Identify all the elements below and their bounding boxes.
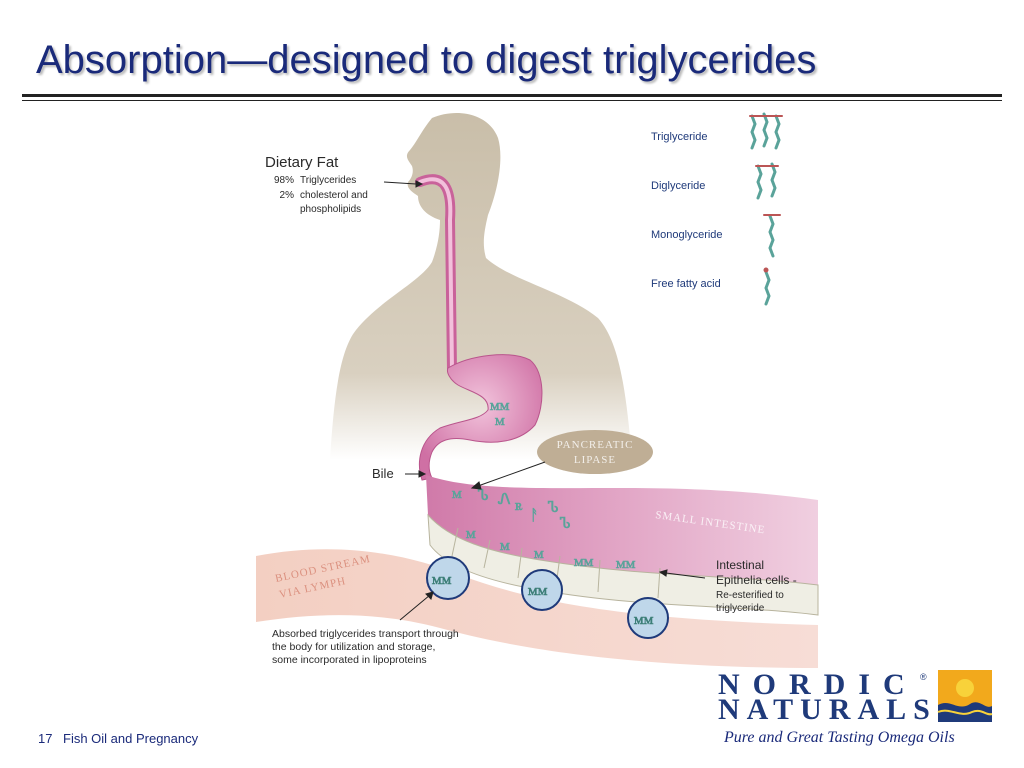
lipoprotein-circle [627, 597, 669, 639]
logo-line-1: NORDIC [718, 668, 918, 701]
blood-triglyceride-icon: ꮇꮇ [431, 570, 452, 588]
epithelia-label-1: Intestinal [716, 558, 764, 572]
triglyceride-molecule-icon [749, 112, 783, 150]
dietary-fat-item-1: Triglycerides [300, 175, 356, 186]
free-fatty-acid-molecule-icon [763, 267, 771, 306]
diglyceride-molecule-icon [755, 162, 779, 200]
pancreatic-lipase-bubble [537, 430, 653, 474]
absorbed-arrow [399, 594, 431, 621]
epithelia-label-2: Epithelia cells - [716, 573, 797, 587]
intestine-molecules-icon: Ꮦ [547, 498, 559, 516]
cell-triglyceride-icon: ꮇꮇ [615, 554, 636, 572]
human-silhouette [330, 112, 632, 460]
logo-line-2: NATURALS [718, 693, 937, 726]
page-number: 17 [38, 731, 53, 746]
intestine-molecules-icon: ꭱ [514, 496, 523, 514]
stomach-triglyceride-icon: ꮇꮇ [489, 396, 510, 414]
absorbed-label-3: some incorporated in lipoproteins [272, 654, 427, 666]
intestine-molecules-icon: Ꮑ [497, 490, 511, 508]
cell-triglyceride-icon: ꮇ [499, 536, 510, 554]
dietary-fat-item-2: cholesterol and [300, 190, 368, 201]
intestine-molecules-icon: ꮇ [451, 484, 462, 502]
absorbed-label-1: Absorbed triglycerides transport through [272, 628, 459, 640]
lipoprotein-circle [521, 569, 563, 611]
legend-label-triglyceride: Triglyceride [651, 131, 707, 143]
legend-label-free-fatty-acid: Free fatty acid [651, 278, 721, 290]
title-rule-thick [22, 94, 1002, 97]
monoglyceride-molecule-icon [763, 214, 781, 258]
dietary-fat-heading: Dietary Fat [265, 154, 339, 171]
epithelia-label-4: triglyceride [716, 603, 765, 614]
bile-label: Bile [372, 466, 394, 481]
blood-triglyceride-icon: ꮇꮇ [527, 581, 548, 599]
intestine-molecules-icon: Ꮦ [477, 486, 489, 504]
pancreatic-lipase-label-1: PANCREATIC [557, 439, 634, 451]
intestine-molecules-icon: ᚨ [530, 506, 539, 524]
cell-triglyceride-icon: ꮇ [465, 524, 476, 542]
lipoprotein-circles [426, 556, 669, 639]
stomach [419, 354, 543, 481]
molecule-clusters: ꮇꮇ ꮇ ꮇ Ꮦ Ꮑ ꭱ ᚨ Ꮦ Ꮦ ꮇ ꮇ ꮇ ꮇꮇ ꮇꮇ ꮇꮇ ꮇꮇ ꮇꮇ [431, 396, 654, 628]
legend-label-diglyceride: Diglyceride [651, 180, 705, 192]
dietary-fat-pct-1: 98% [274, 175, 294, 186]
absorbed-label-2: the body for utilization and storage, [272, 641, 435, 653]
dietary-fat-pct-2: 2% [280, 190, 295, 201]
legend-label-monoglyceride: Monoglyceride [651, 229, 723, 241]
epithelia-layer [427, 513, 819, 616]
molecule-legend: Triglyceride Diglyceride Monoglyceride F… [651, 112, 783, 306]
pancreatic-lipase-label-2: LIPASE [574, 454, 616, 466]
intestine-molecules-icon: Ꮦ [559, 514, 571, 532]
tagline: Pure and Great Tasting Omega Oils [724, 729, 955, 746]
logo-registered-mark: ® [920, 672, 927, 682]
blood-triglyceride-icon: ꮇꮇ [633, 610, 654, 628]
cell-triglyceride-icon: ꮇꮇ [573, 552, 594, 570]
small-intestine [426, 475, 818, 585]
nordic-naturals-emblem-icon [937, 670, 993, 722]
epithelia-arrow [665, 572, 706, 579]
title-rule-thin [22, 100, 1002, 101]
slide-title: Absorption—designed to digest triglyceri… [36, 38, 817, 82]
footer-title: Fish Oil and Pregnancy [63, 731, 199, 746]
stomach-triglyceride-icon: ꮇ [494, 411, 505, 429]
mouth-arrow [383, 181, 417, 185]
lipase-arrow [477, 461, 546, 487]
dietary-fat-item-2b: phospholipids [300, 204, 361, 215]
epithelia-label-3: Re-esterified to [716, 590, 784, 601]
lipoprotein-circle [426, 556, 470, 600]
cell-triglyceride-icon: ꮇ [533, 544, 544, 562]
